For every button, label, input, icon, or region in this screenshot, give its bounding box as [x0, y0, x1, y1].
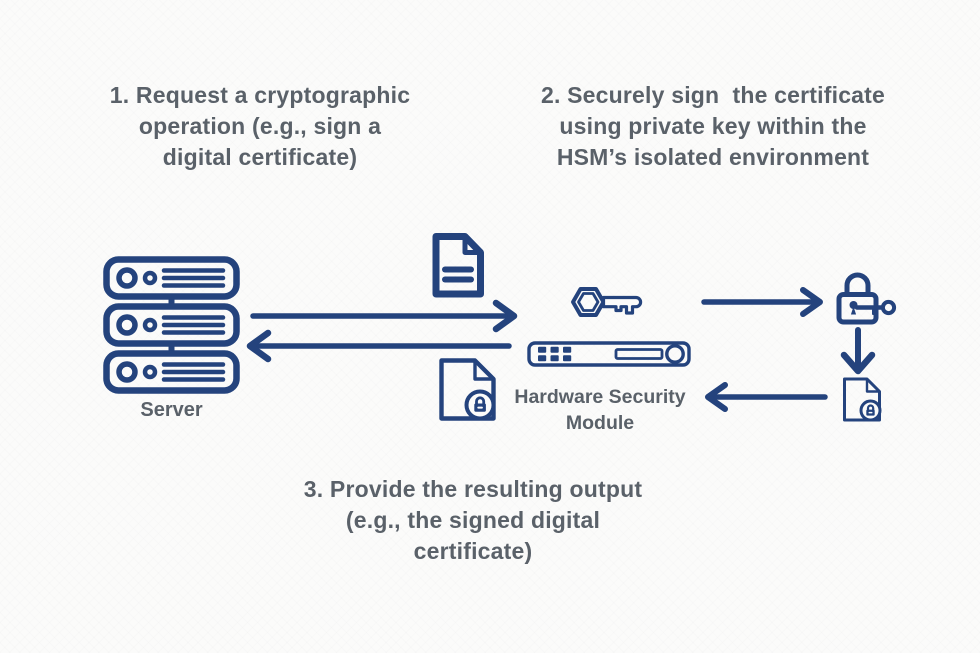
hsm-appliance-icon	[527, 341, 691, 367]
document-icon	[432, 233, 484, 298]
hsm-label: Hardware Security Module	[495, 384, 705, 436]
request-arrow	[250, 299, 518, 333]
sign-arrow	[701, 287, 823, 317]
step-2-line-3: HSM’s isolated environment	[556, 144, 870, 170]
step-3-line-3: certificate)	[413, 538, 533, 564]
return-output-arrow	[705, 382, 828, 412]
padlock-with-key-icon	[836, 272, 897, 325]
step-1-caption: 1. Request a cryptographic operation (e.…	[78, 80, 442, 173]
key-icon	[571, 287, 643, 317]
step-2-line-1: 2. Securely sign the certificate	[540, 82, 886, 108]
server-label: Server	[140, 399, 203, 421]
step-3-line-1: 3. Provide the resulting output	[303, 476, 643, 502]
step-3-caption: 3. Provide the resulting output (e.g., t…	[278, 474, 668, 567]
step-1-line-3: digital certificate)	[162, 144, 358, 170]
step-2-line-2: using private key within the	[559, 113, 867, 139]
hsm-label-line-2: Module	[565, 412, 635, 434]
server-stack-icon	[103, 256, 240, 394]
output-down-arrow	[840, 327, 876, 375]
step-1-line-2: operation (e.g., sign a	[138, 113, 382, 139]
response-arrow	[246, 329, 512, 363]
step-1-line-1: 1. Request a cryptographic	[109, 82, 411, 108]
signed-document-lock-small-icon	[843, 377, 882, 422]
signed-document-lock-icon	[439, 358, 496, 421]
step-3-line-2: (e.g., the signed digital	[345, 507, 601, 533]
step-2-caption: 2. Securely sign the certificate using p…	[518, 80, 908, 173]
hsm-label-line-1: Hardware Security	[514, 386, 686, 408]
